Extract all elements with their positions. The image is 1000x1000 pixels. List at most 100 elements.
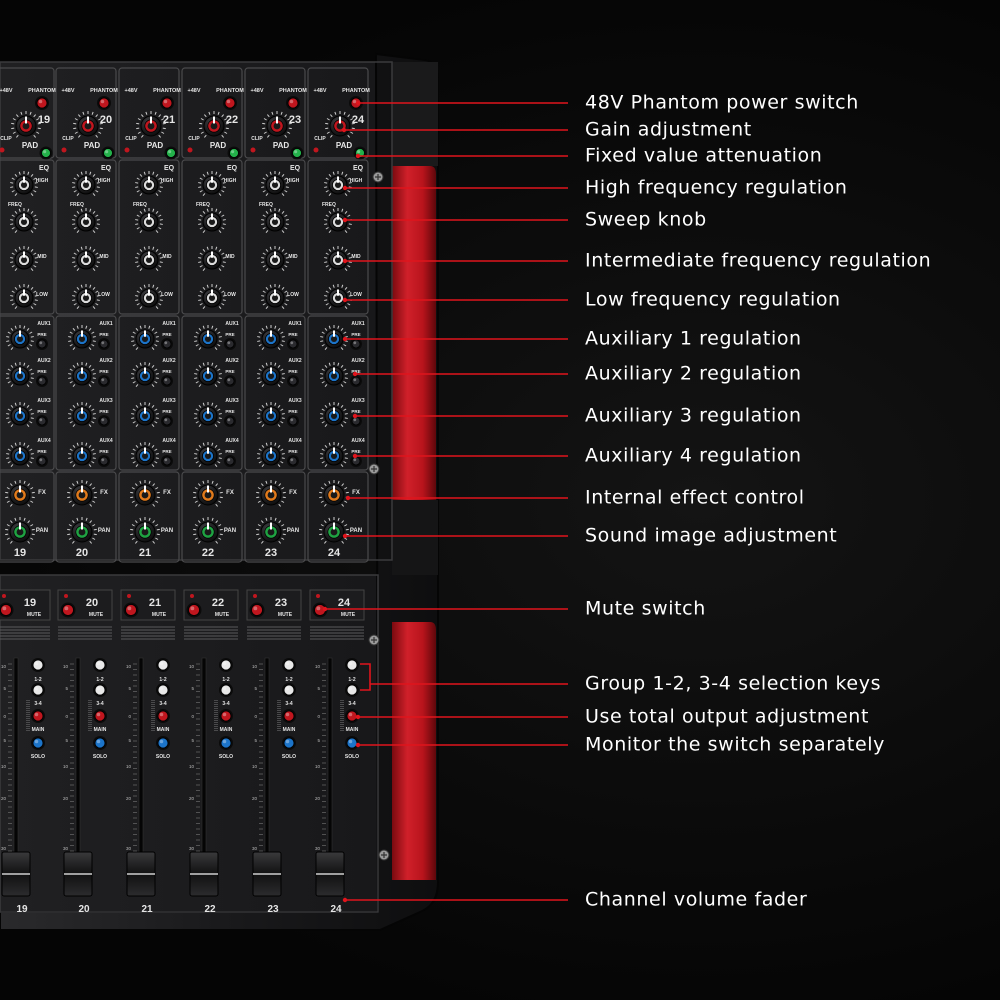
label-phantom: PHANTOM [28,88,56,94]
label-pan: PAN [36,528,48,534]
aux2-knob [131,362,159,388]
fader-scale-label: 5 [317,738,320,743]
label-clip: CLIP [251,136,263,142]
label-fx: FX [226,490,234,496]
fader-scale-label: 20 [126,796,132,801]
channel-number-lower: 23 [275,597,287,609]
fader-track [327,657,333,881]
mute-button [0,602,14,618]
label-48v: +48V [62,88,75,94]
label-high: HIGH [161,178,174,184]
fader-scale-label: 0 [65,714,68,719]
group-34-button [93,683,107,697]
pre-button-1 [36,338,48,350]
group-34-button [156,683,170,697]
label-pad: PAD [84,141,101,150]
fader-scale-label: 0 [128,714,131,719]
label-pre: PRE [37,332,46,337]
label-main: MAIN [157,727,170,733]
aux1-knob [320,325,348,351]
label-pre: PRE [225,449,234,454]
label-pre: PRE [162,369,171,374]
label-mute: MUTE [152,612,167,618]
label-pad: PAD [22,141,39,150]
fader-scale-label: 0 [191,714,194,719]
red-rail-upper [392,166,436,500]
channel-number-top: 20 [100,114,112,126]
label-eq: EQ [353,165,364,172]
pre-button-1 [98,338,110,350]
label-freq: FREQ [133,202,147,208]
label-mute: MUTE [27,612,42,618]
mid-knob [135,246,163,272]
freq-knob [261,208,289,234]
fader-scale-label: 5 [191,686,194,691]
phantom-button [286,96,300,110]
label-eq: EQ [290,165,301,172]
label-phantom: PHANTOM [216,88,244,94]
main-button [31,709,45,723]
clip-led [313,147,319,153]
label-48v: +48V [251,88,264,94]
pad-button [353,146,367,160]
channel-number-lower: 21 [149,597,161,609]
callout-sweep: Sweep knob [585,208,707,231]
pre-button-3 [98,415,110,427]
label-eq: EQ [101,165,112,172]
panel-screw [368,463,380,475]
label-aux2: AUX2 [351,358,365,364]
label-low: LOW [350,292,362,298]
label-pre: PRE [99,332,108,337]
clip-led [124,147,130,153]
fader-scale-label: 0 [317,714,320,719]
label-high: HIGH [36,178,49,184]
pre-button-1 [350,338,362,350]
high-knob [198,171,226,197]
label-48v: +48V [125,88,138,94]
main-button [156,709,170,723]
callout-low: Low frequency regulation [585,288,841,311]
label-high: HIGH [350,178,363,184]
fader-scale-label: 20 [252,796,258,801]
pre-button-3 [161,415,173,427]
pre-button-4 [224,455,236,467]
fader-scale-label: 10 [126,764,132,769]
mute-button [186,602,202,618]
label-aux1: AUX1 [162,321,176,327]
pad-button [290,146,304,160]
fader-scale-label: 10 [252,764,258,769]
low-knob [198,284,226,310]
label-mute: MUTE [278,612,293,618]
clip-led [61,147,67,153]
label-low: LOW [98,292,110,298]
label-mute: MUTE [215,612,230,618]
pad-button [227,146,241,160]
channel-number-bottom: 23 [267,904,279,915]
aux1-knob [131,325,159,351]
aux1-knob [6,325,34,351]
fader-scale-label: 0 [254,714,257,719]
pre-button-3 [287,415,299,427]
main-button [282,709,296,723]
label-48v: +48V [188,88,201,94]
label-pre: PRE [225,369,234,374]
freq-knob [135,208,163,234]
low-knob [261,284,289,310]
channel-number-mid: 23 [265,547,277,559]
label-group12: 1-2 [348,677,355,683]
aux3-knob [131,402,159,428]
fader-scale-label: 10 [63,664,69,669]
aux2-knob [6,362,34,388]
solo-button [219,736,233,750]
fader-scale-label: 10 [315,764,321,769]
fader-scale-label: 10 [189,764,195,769]
pre-button-2 [224,375,236,387]
fader-scale-label: 5 [3,686,6,691]
fader-scale-label: 5 [65,738,68,743]
pre-button-2 [350,375,362,387]
aux2-knob [320,362,348,388]
label-pre: PRE [288,449,297,454]
freq-knob [72,208,100,234]
